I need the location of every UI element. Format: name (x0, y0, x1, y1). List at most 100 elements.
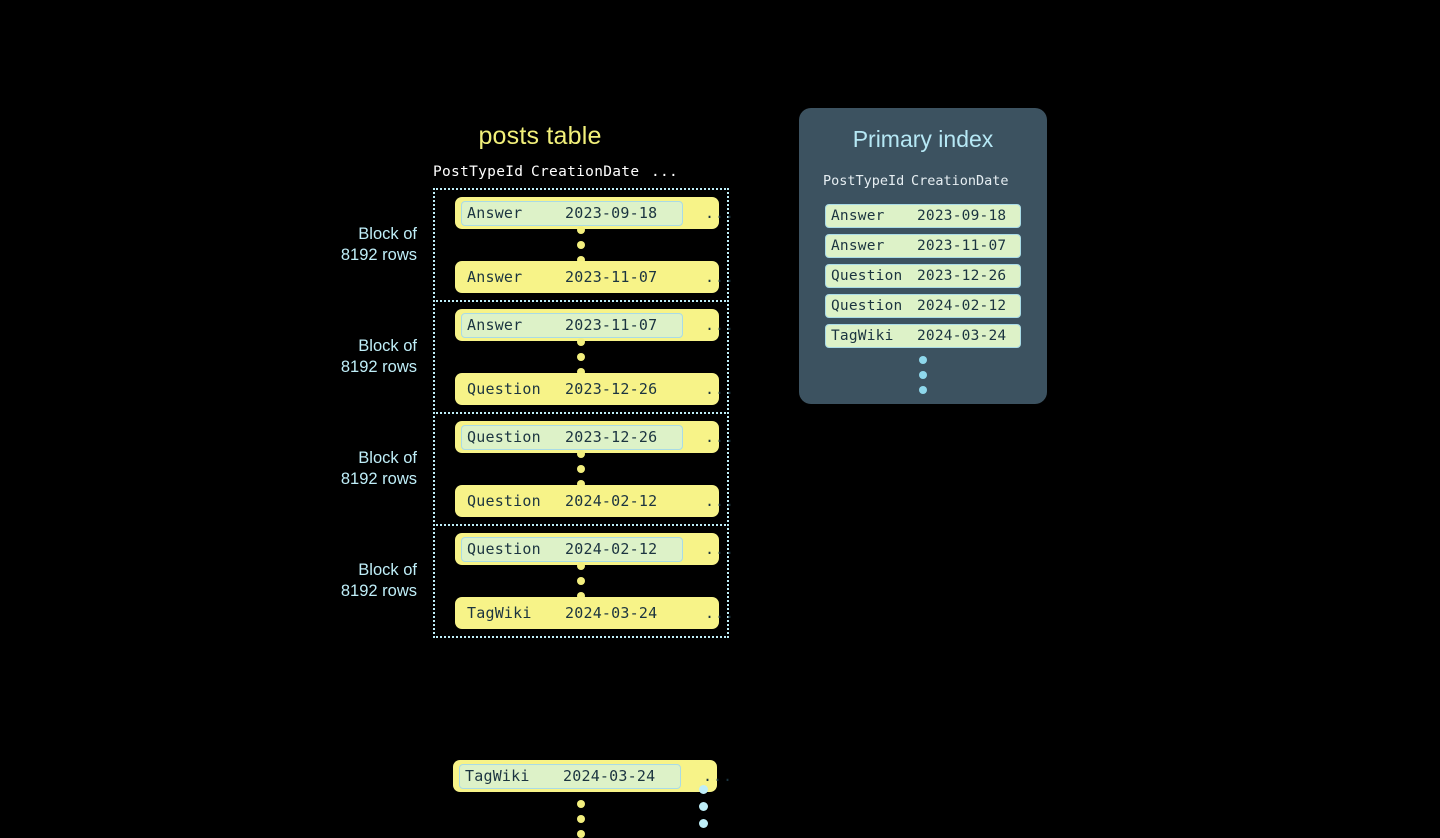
index-row: Question 2023-12-26 (825, 264, 1021, 288)
cell-post-type-id: TagWiki (467, 603, 532, 622)
cell-more: ... (705, 540, 736, 558)
ellipsis-dot (577, 450, 585, 458)
cell-more: ... (705, 380, 736, 398)
ellipsis-dot (577, 815, 585, 823)
posts-table-column-headers: PostTypeId CreationDate ... (433, 164, 733, 180)
table-row: Question 2024-02-12 ... (455, 533, 734, 565)
ellipsis-dot (577, 241, 585, 249)
table-row: Answer 2023-11-07 ... (455, 309, 734, 341)
block-label-line2: 8192 rows (340, 470, 417, 488)
block-label-line2: 8192 rows (340, 246, 417, 264)
primary-index-tail-ellipsis-dots (825, 356, 1021, 394)
column-header-creation-date: CreationDate (531, 164, 640, 180)
cell-more: ... (705, 204, 736, 222)
table-block: Block of 8192 rows Answer 2023-09-18 ...… (341, 188, 734, 302)
blocks-stack: Block of 8192 rows Answer 2023-09-18 ...… (330, 188, 750, 638)
row-ellipsis-dots (435, 226, 727, 264)
cell-more: ... (705, 268, 736, 286)
block-label: Block of 8192 rows (227, 560, 417, 602)
table-row: Question 2023-12-26 ... (455, 373, 734, 405)
column-header-post-type-id: PostTypeId (433, 164, 524, 180)
cell-creation-date: 2023-11-07 (565, 267, 658, 286)
posts-table-title: posts table (478, 122, 602, 150)
table-row: Answer 2023-09-18 ... (455, 197, 734, 229)
index-row: Answer 2023-11-07 (825, 234, 1021, 258)
block-label: Block of 8192 rows (227, 224, 417, 266)
row-ellipsis-dots (435, 338, 727, 376)
index-cell-post-type-id: Question (831, 268, 903, 284)
index-column-header-creation-date: CreationDate (911, 173, 1009, 189)
row-cells: Question 2023-12-26 (461, 377, 683, 402)
index-cell-post-type-id: TagWiki (831, 328, 894, 344)
table-tail-ellipsis-dots (433, 800, 729, 838)
block-label-line1: Block of (358, 561, 417, 579)
ellipsis-dot (577, 480, 585, 488)
row-marked-cells: Answer 2023-11-07 (461, 312, 683, 338)
row-marked-cells: TagWiki 2024-03-24 (459, 763, 681, 789)
ellipsis-dot (577, 592, 585, 600)
primary-index-title: Primary index (852, 126, 994, 152)
cell-more: ... (705, 316, 736, 334)
ellipsis-dot (699, 819, 708, 828)
index-cell-creation-date: 2024-02-12 (917, 298, 1007, 314)
cell-post-type-id: Question (467, 539, 541, 558)
table-block: Block of 8192 rows Answer 2023-11-07 ...… (341, 300, 734, 414)
block-label-line1: Block of (358, 225, 417, 243)
ellipsis-dot (699, 785, 708, 794)
ellipsis-dot (577, 577, 585, 585)
cell-more: ... (705, 428, 736, 446)
row-ellipsis-dots (435, 450, 727, 488)
index-cell-post-type-id: Question (831, 298, 903, 314)
row-cells: Question 2024-02-12 (461, 489, 683, 514)
table-row: TagWiki 2024-03-24 ... (453, 760, 732, 792)
block-label-line2: 8192 rows (340, 582, 417, 600)
cell-creation-date: 2023-11-07 (565, 315, 658, 334)
cell-post-type-id: Question (467, 379, 541, 398)
cell-post-type-id: Question (467, 427, 541, 446)
blocks-tail-ellipsis-dots (699, 785, 708, 828)
index-row: Answer 2023-09-18 (825, 204, 1021, 228)
ellipsis-dot (699, 802, 708, 811)
index-row: TagWiki 2024-03-24 (825, 324, 1021, 348)
ellipsis-dot (577, 830, 585, 838)
cell-post-type-id: Answer (467, 203, 523, 222)
ellipsis-dot (919, 371, 927, 379)
index-cell-creation-date: 2023-12-26 (917, 268, 1007, 284)
ellipsis-dot (577, 338, 585, 346)
cell-post-type-id: Question (467, 491, 541, 510)
index-cell-post-type-id: Answer (831, 208, 885, 224)
trailing-row-wrapper: TagWiki 2024-03-24 ... (433, 760, 732, 792)
table-row: TagWiki 2024-03-24 ... (455, 597, 734, 629)
table-row: Question 2023-12-26 ... (455, 421, 734, 453)
row-cells: TagWiki 2024-03-24 (461, 601, 683, 626)
cell-post-type-id: Answer (467, 267, 523, 286)
cell-post-type-id: TagWiki (465, 766, 530, 785)
index-cell-post-type-id: Answer (831, 238, 885, 254)
cell-creation-date: 2023-12-26 (565, 427, 658, 446)
row-marked-cells: Question 2023-12-26 (461, 424, 683, 450)
table-block: Block of 8192 rows Question 2023-12-26 .… (341, 412, 734, 526)
index-cell-creation-date: 2024-03-24 (917, 328, 1007, 344)
block-label: Block of 8192 rows (227, 448, 417, 490)
ellipsis-dot (577, 256, 585, 264)
cell-post-type-id: Answer (467, 315, 523, 334)
table-row: Answer 2023-11-07 ... (455, 261, 734, 293)
ellipsis-dot (577, 465, 585, 473)
ellipsis-dot (577, 800, 585, 808)
cell-creation-date: 2024-03-24 (565, 603, 658, 622)
block-label-line2: 8192 rows (340, 358, 417, 376)
primary-index-column-headers: PostTypeId CreationDate (823, 173, 1033, 189)
ellipsis-dot (577, 226, 585, 234)
block-label: Block of 8192 rows (227, 336, 417, 378)
ellipsis-dot (577, 368, 585, 376)
cell-creation-date: 2023-09-18 (565, 203, 658, 222)
index-cell-creation-date: 2023-09-18 (917, 208, 1007, 224)
row-marked-cells: Answer 2023-09-18 (461, 200, 683, 226)
column-header-more: ... (651, 164, 679, 180)
cell-creation-date: 2024-02-12 (565, 491, 658, 510)
index-row: Question 2024-02-12 (825, 294, 1021, 318)
block-label-line1: Block of (358, 337, 417, 355)
row-marked-cells: Question 2024-02-12 (461, 536, 683, 562)
cell-more: ... (705, 604, 736, 622)
table-block: Block of 8192 rows Question 2024-02-12 .… (341, 524, 734, 638)
